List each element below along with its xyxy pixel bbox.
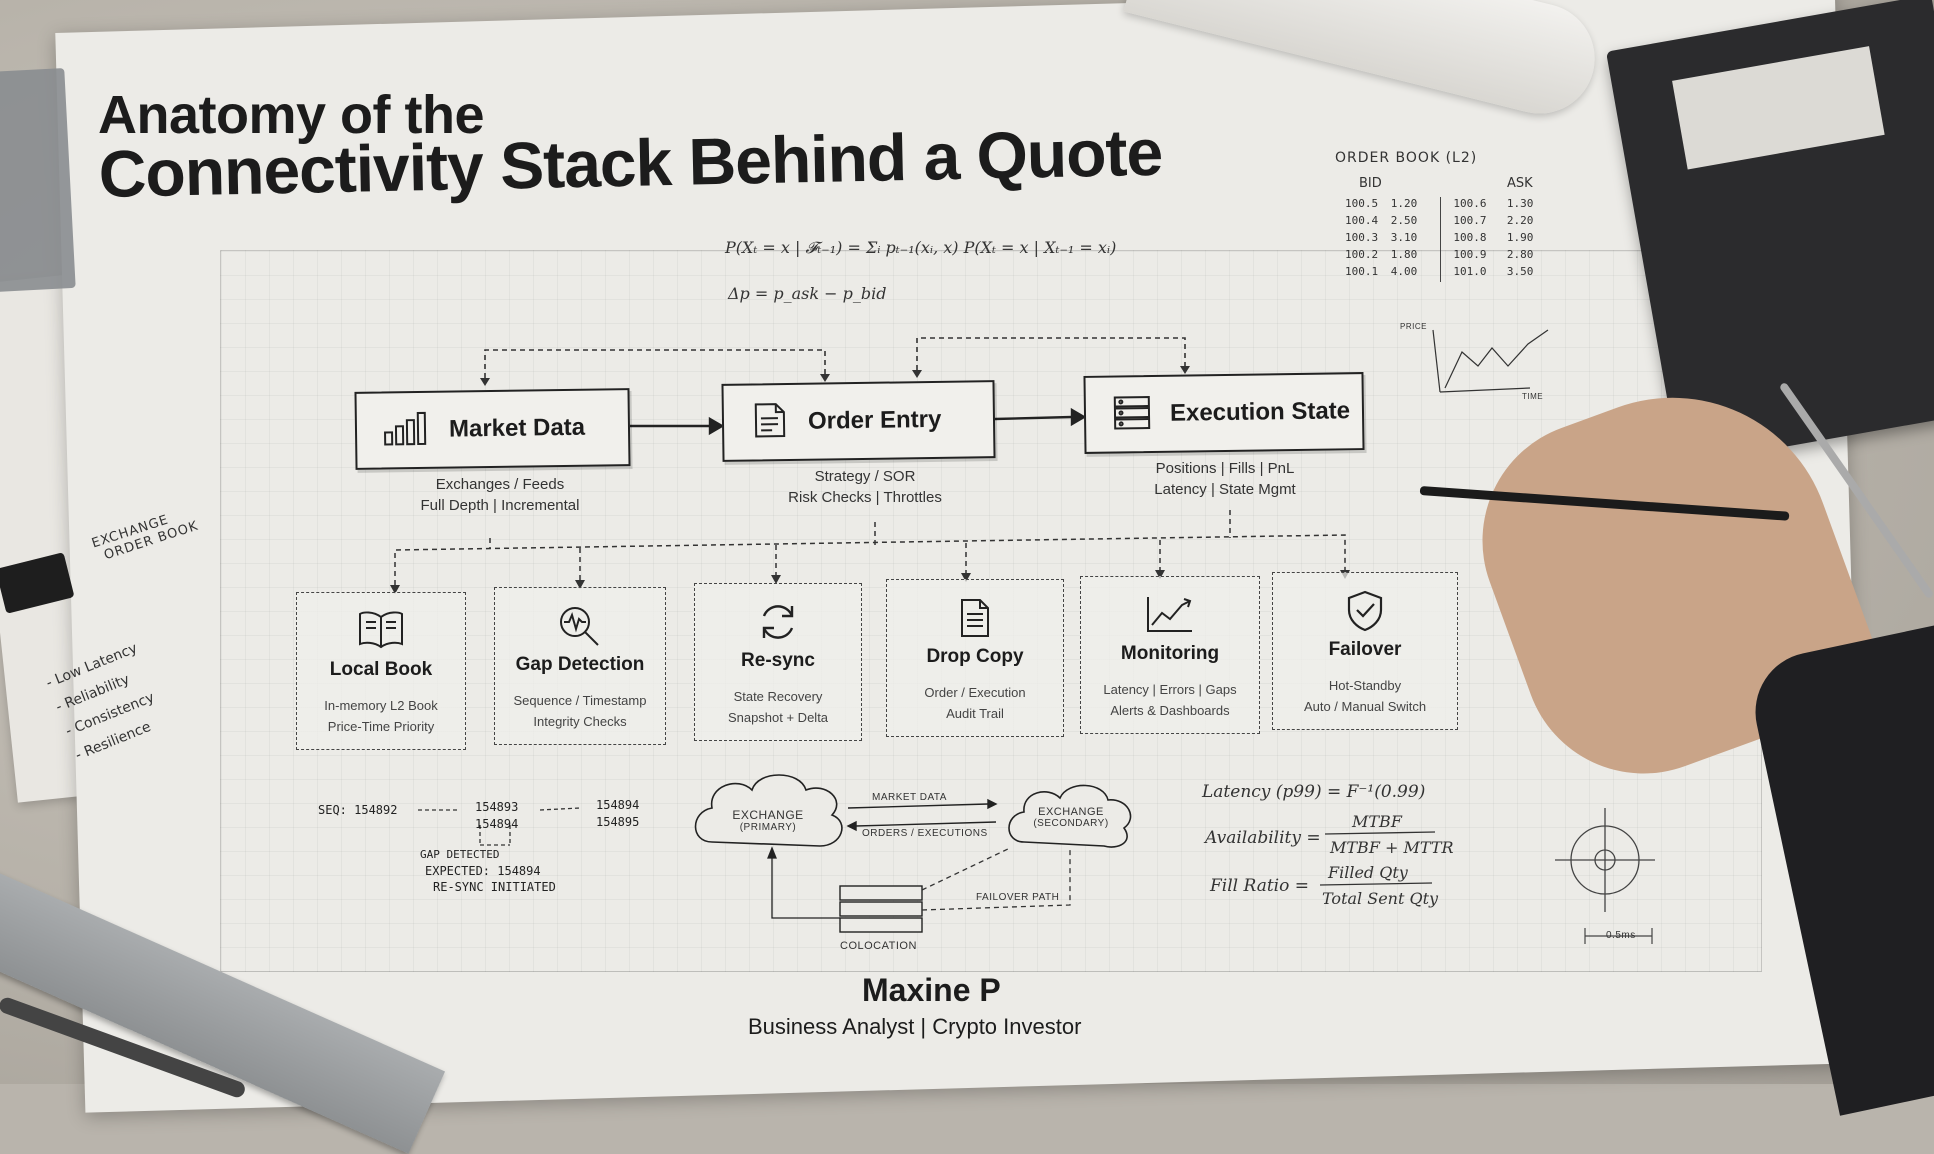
re-sync-desc: State Recovery Snapshot + Delta — [695, 686, 861, 728]
monitoring-desc-1: Latency | Errors | Gaps — [1081, 679, 1259, 700]
scale-label: 0.5ms — [1606, 930, 1636, 941]
market-data-label: Market Data — [449, 414, 585, 444]
gap-detection-card[interactable]: Gap Detection Sequence / Timestamp Integ… — [494, 587, 666, 745]
local-book-desc-2: Price-Time Priority — [297, 716, 465, 737]
fill-ratio-denominator: Total Sent Qty — [1322, 889, 1438, 908]
primary-exchange-sub: (PRIMARY) — [728, 822, 808, 833]
mini-price-chart — [1433, 330, 1548, 392]
order-entry-sub-1: Strategy / SOR — [750, 466, 980, 487]
local-book-desc-1: In-memory L2 Book — [297, 695, 465, 716]
order-entry-label: Order Entry — [808, 406, 942, 436]
execution-state-label: Execution State — [1170, 397, 1350, 428]
fill-ratio-numerator: Filled Qty — [1328, 863, 1408, 882]
monitoring-desc: Latency | Errors | Gaps Alerts & Dashboa… — [1081, 679, 1259, 721]
magnifier-pulse-icon — [495, 604, 665, 646]
open-book-icon — [297, 609, 465, 651]
mini-chart-x-label: TIME — [1522, 392, 1543, 401]
re-sync-desc-1: State Recovery — [695, 686, 861, 707]
shield-check-icon — [1273, 589, 1457, 631]
orders-link-label: ORDERS / EXECUTIONS — [862, 828, 988, 839]
drop-copy-card[interactable]: Drop Copy Order / Execution Audit Trail — [886, 579, 1064, 737]
author-name: Maxine P — [862, 972, 1001, 1009]
failover-desc-1: Hot-Standby — [1273, 675, 1457, 696]
order-entry-sub-2: Risk Checks | Throttles — [750, 487, 980, 508]
market-data-link-label: MARKET DATA — [872, 792, 947, 803]
latency-formula: Latency (p99) = F⁻¹(0.99) — [1202, 782, 1425, 802]
colocation-server — [840, 886, 922, 932]
seq-b2: 154895 — [596, 815, 639, 829]
availability-numerator: MTBF — [1352, 812, 1402, 831]
seq-a1: 154893 — [475, 800, 518, 814]
gap-detection-desc-2: Integrity Checks — [495, 711, 665, 732]
stencil-ruler — [0, 68, 76, 292]
execution-state-sub-1: Positions | Fills | PnL — [1110, 458, 1340, 479]
secondary-exchange-name: EXCHANGE — [1026, 806, 1116, 818]
local-book-title: Local Book — [297, 659, 465, 681]
execution-state-sub: Positions | Fills | PnL Latency | State … — [1110, 458, 1340, 500]
market-data-sub-1: Exchanges / Feeds — [385, 474, 615, 495]
order-entry-sub: Strategy / SOR Risk Checks | Throttles — [750, 466, 980, 508]
failover-title: Failover — [1273, 639, 1457, 661]
failover-card[interactable]: Failover Hot-Standby Auto / Manual Switc… — [1272, 572, 1458, 730]
drop-copy-title: Drop Copy — [887, 646, 1063, 668]
re-sync-title: Re-sync — [695, 650, 861, 672]
secondary-exchange-label: EXCHANGE (SECONDARY) — [1026, 806, 1116, 829]
primary-exchange-label: EXCHANGE (PRIMARY) — [728, 808, 808, 833]
seq-start: SEQ: 154892 — [318, 803, 397, 817]
secondary-exchange-sub: (SECONDARY) — [1026, 818, 1116, 829]
bar-chart-icon — [383, 409, 432, 451]
local-book-desc: In-memory L2 Book Price-Time Priority — [297, 695, 465, 737]
target-mark — [1555, 808, 1655, 912]
failover-desc: Hot-Standby Auto / Manual Switch — [1273, 675, 1457, 717]
market-data-sub-2: Full Depth | Incremental — [385, 495, 615, 516]
mini-chart-y-label: PRICE — [1400, 322, 1427, 331]
refresh-icon — [695, 600, 861, 642]
gap-detection-title: Gap Detection — [495, 654, 665, 676]
document-copy-icon — [887, 596, 1063, 638]
monitoring-card[interactable]: Monitoring Latency | Errors | Gaps Alert… — [1080, 576, 1260, 734]
failover-desc-2: Auto / Manual Switch — [1273, 696, 1457, 717]
order-entry-box[interactable]: Order Entry — [721, 380, 995, 462]
author-role: Business Analyst | Crypto Investor — [748, 1014, 1081, 1040]
server-icon — [1112, 394, 1153, 436]
primary-exchange-name: EXCHANGE — [728, 808, 808, 822]
market-data-box[interactable]: Market Data — [354, 388, 630, 470]
gap-expected: EXPECTED: 154894 — [425, 864, 541, 878]
line-chart-icon — [1081, 593, 1259, 635]
re-sync-desc-2: Snapshot + Delta — [695, 707, 861, 728]
monitoring-title: Monitoring — [1081, 643, 1259, 665]
gap-detection-desc-1: Sequence / Timestamp — [495, 690, 665, 711]
fill-ratio-label: Fill Ratio = — [1210, 876, 1309, 896]
gap-resync: RE-SYNC INITIATED — [433, 880, 556, 894]
seq-b1: 154894 — [596, 798, 639, 812]
document-icon — [750, 399, 791, 445]
colocation-label: COLOCATION — [840, 940, 917, 952]
execution-state-box[interactable]: Execution State — [1083, 372, 1364, 454]
drop-copy-desc: Order / Execution Audit Trail — [887, 682, 1063, 724]
drop-copy-desc-2: Audit Trail — [887, 703, 1063, 724]
drop-copy-desc-1: Order / Execution — [887, 682, 1063, 703]
seq-a2: 154894 — [475, 817, 518, 831]
availability-label: Availability = — [1205, 828, 1321, 848]
re-sync-card[interactable]: Re-sync State Recovery Snapshot + Delta — [694, 583, 862, 741]
gap-detected: GAP DETECTED — [420, 848, 499, 861]
availability-denominator: MTBF + MTTR — [1330, 838, 1454, 857]
gap-detection-desc: Sequence / Timestamp Integrity Checks — [495, 690, 665, 732]
execution-state-sub-2: Latency | State Mgmt — [1110, 479, 1340, 500]
failover-path-label: FAILOVER PATH — [976, 892, 1059, 903]
market-data-sub: Exchanges / Feeds Full Depth | Increment… — [385, 474, 615, 516]
monitoring-desc-2: Alerts & Dashboards — [1081, 700, 1259, 721]
local-book-card[interactable]: Local Book In-memory L2 Book Price-Time … — [296, 592, 466, 750]
